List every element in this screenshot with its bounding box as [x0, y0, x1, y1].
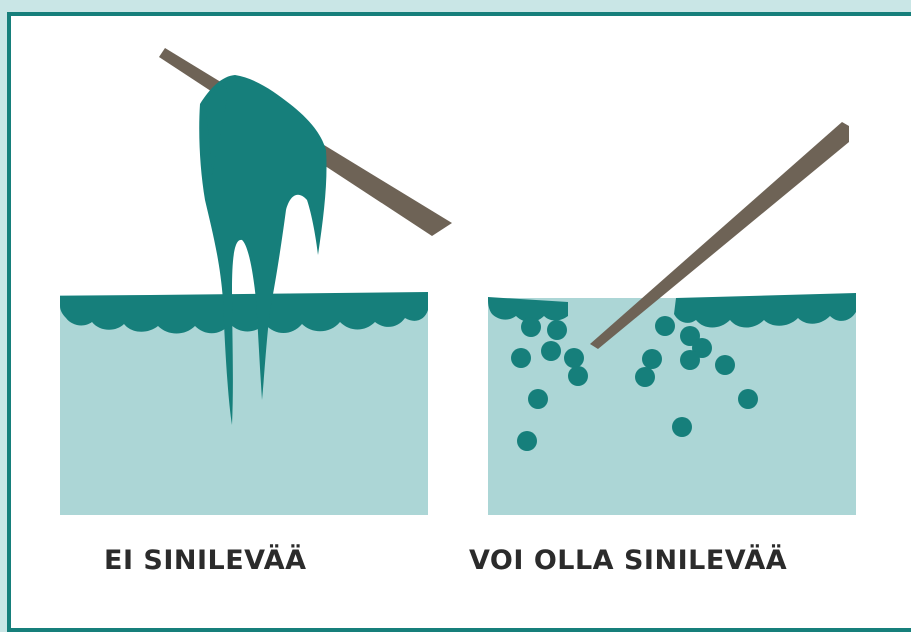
algae-particle — [738, 389, 758, 409]
algae-particle — [568, 366, 588, 386]
algae-particle — [517, 431, 537, 451]
left-panel-caption: EI SINILEVÄÄ — [104, 545, 307, 576]
algae-particle — [680, 350, 700, 370]
algae-particle — [511, 348, 531, 368]
algae-particle — [541, 341, 561, 361]
algae-particle — [547, 320, 567, 340]
algae-particle — [655, 316, 675, 336]
left-panel — [60, 48, 452, 515]
right-panel — [488, 122, 856, 515]
algae-particle — [564, 348, 584, 368]
algae-particle — [672, 417, 692, 437]
algae-particle — [642, 349, 662, 369]
algae-particle — [635, 367, 655, 387]
algae-particle — [521, 317, 541, 337]
algae-test-illustration — [0, 0, 911, 619]
algae-particle — [715, 355, 735, 375]
algae-particle — [528, 389, 548, 409]
right-panel-caption: VOI OLLA SINILEVÄÄ — [469, 545, 787, 576]
